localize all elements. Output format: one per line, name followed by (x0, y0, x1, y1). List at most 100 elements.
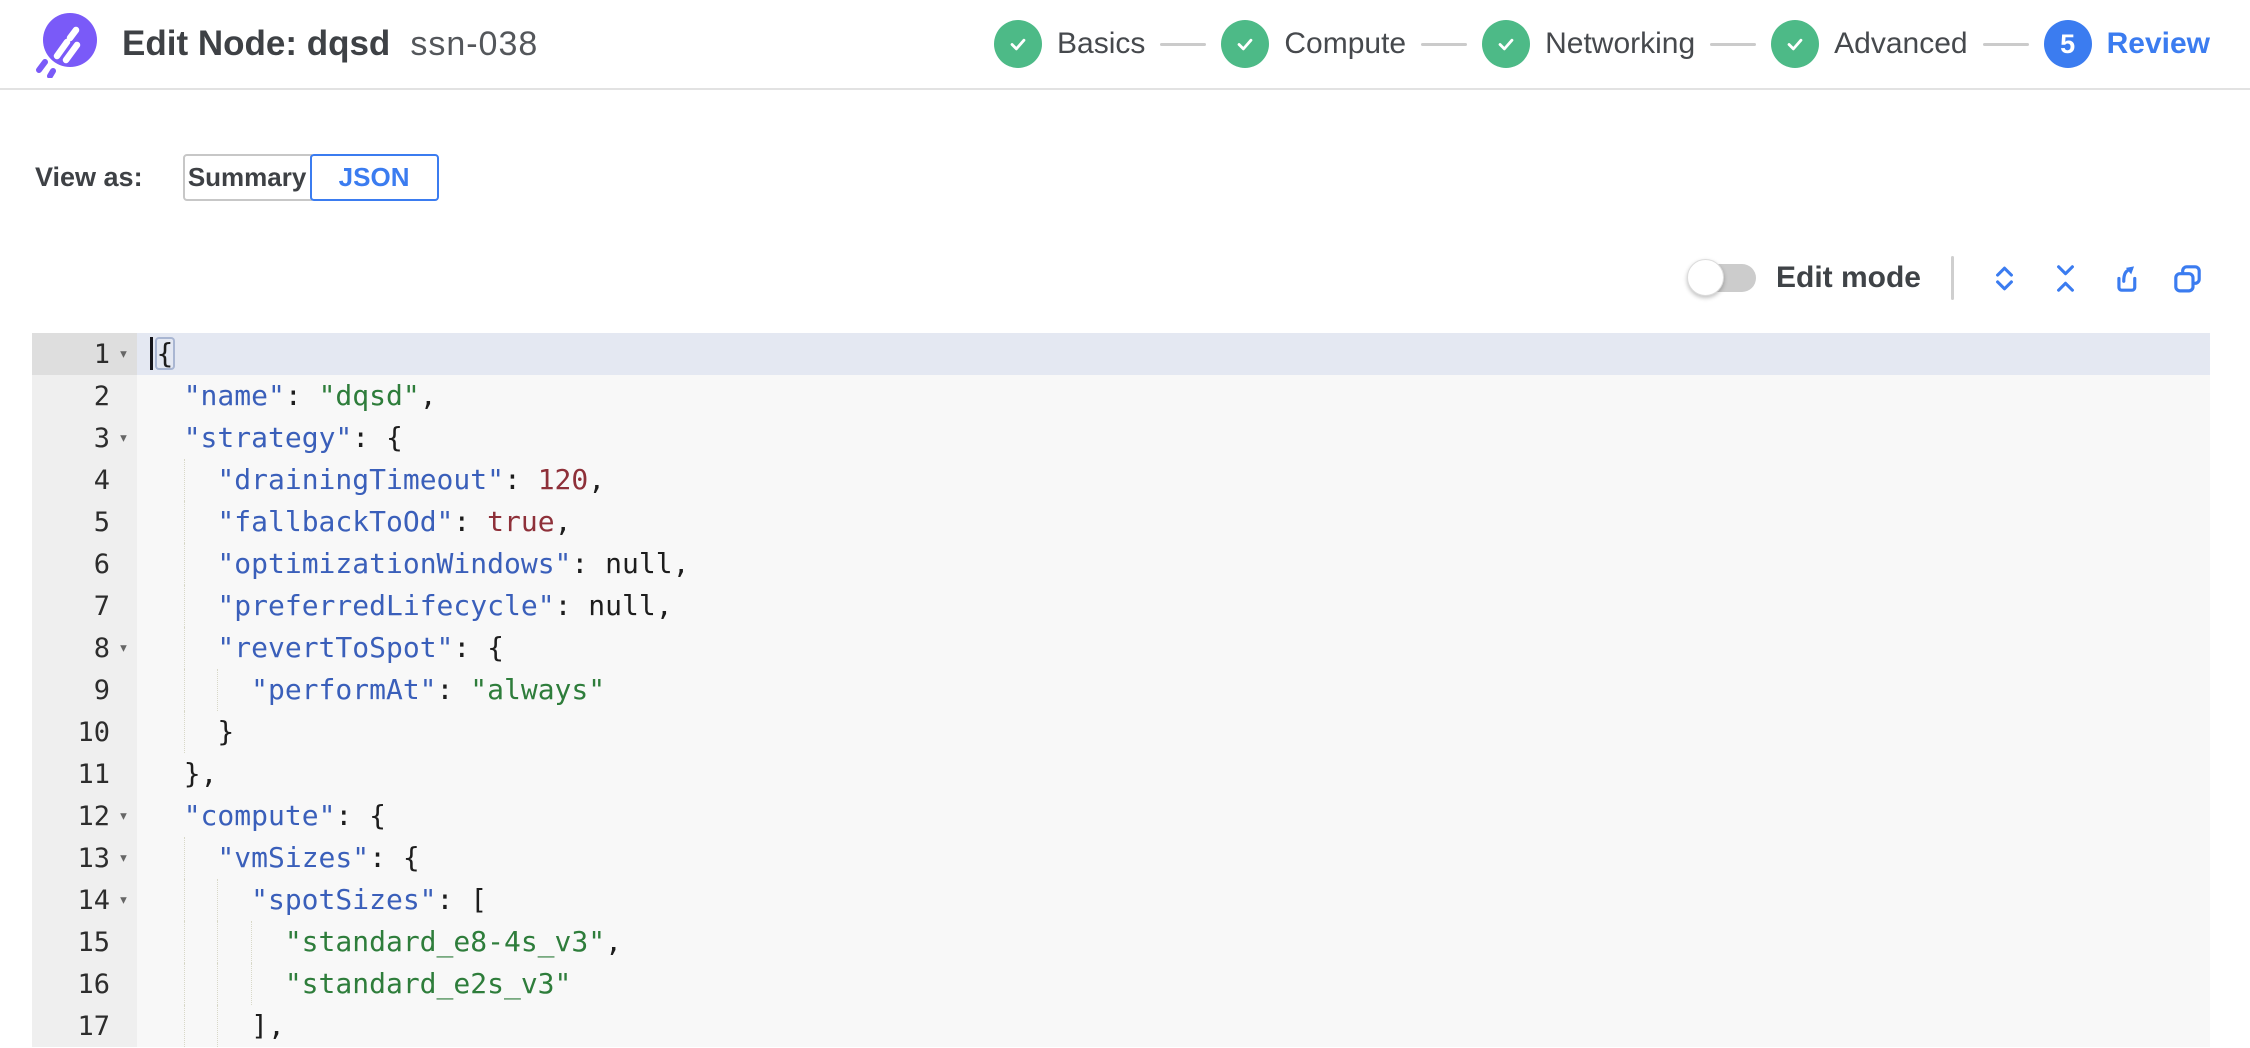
code-text[interactable]: { (137, 333, 2210, 375)
fold-toggle-icon[interactable]: ▾ (118, 428, 129, 448)
code-line[interactable]: 10} (32, 711, 2210, 753)
step-connector (1421, 42, 1468, 46)
wizard-stepper: Basics Compute Networking Advanced 5 Rev… (994, 20, 2210, 68)
step-label: Compute (1284, 27, 1407, 60)
code-text[interactable]: "standard_e8-4s_v3", (137, 921, 2210, 963)
step-review[interactable]: 5 Review (2043, 20, 2210, 68)
summary-view-button[interactable]: Summary (182, 154, 312, 201)
fold-toggle-icon[interactable]: ▾ (118, 806, 129, 826)
line-number: 16 (77, 968, 110, 1000)
line-number: 10 (77, 716, 110, 748)
fold-toggle-icon[interactable]: ▾ (118, 890, 129, 910)
code-line[interactable]: 3 ▾ "strategy": { (32, 417, 2210, 459)
code-line[interactable]: 9"performAt": "always" (32, 669, 2210, 711)
code-text[interactable]: "compute": { (183, 799, 386, 832)
code-line[interactable]: 17], (32, 1005, 2210, 1047)
step-label: Review (2106, 27, 2210, 60)
fold-toggle-icon[interactable]: ▾ (118, 638, 129, 658)
code-text[interactable]: "vmSizes": { (137, 837, 2210, 879)
copy-icon[interactable] (2171, 262, 2204, 295)
line-number: 8 (93, 632, 110, 664)
line-number: 2 (93, 380, 110, 412)
code-line[interactable]: 7 "preferredLifecycle": null, (32, 585, 2210, 627)
code-line[interactable]: 4 "drainingTimeout": 120, (32, 459, 2210, 501)
check-circle-icon (1221, 20, 1270, 68)
line-number: 17 (77, 1010, 110, 1042)
code-line[interactable]: 8 ▾ "revertToSpot": { (32, 627, 2210, 669)
step-basics[interactable]: Basics (994, 20, 1145, 68)
editor-toolbar: Edit mode (0, 251, 2250, 305)
gutter-cell: 12▾ (32, 795, 137, 837)
gutter-cell: 16 (32, 963, 137, 1005)
code-text[interactable]: "drainingTimeout": 120, (137, 459, 2210, 501)
code-editor[interactable]: 1▾{2"name": "dqsd",3▾"strategy": {4"drai… (32, 333, 2210, 1047)
step-advanced[interactable]: Advanced (1771, 20, 1968, 68)
view-as-row: View as: Summary JSON (0, 154, 2250, 201)
gutter-cell: 2 (32, 375, 137, 417)
step-number-badge: 5 (2043, 20, 2092, 68)
gutter-cell: 1▾ (32, 333, 137, 375)
text-cursor (150, 337, 153, 370)
code-text[interactable]: "name": "dqsd", (183, 379, 437, 412)
line-number: 3 (93, 422, 110, 454)
code-line[interactable]: 15 "standard_e8-4s_v3", (32, 921, 2210, 963)
gutter-cell: 5 (32, 501, 137, 543)
gutter-cell: 17 (32, 1005, 137, 1047)
node-id: ssn-038 (410, 24, 539, 63)
json-view-button[interactable]: JSON (309, 154, 439, 201)
gutter-cell: 4 (32, 459, 137, 501)
code-text[interactable]: "performAt": "always" (137, 669, 2210, 711)
code-text[interactable]: }, (183, 757, 218, 790)
gutter-cell: 11 (32, 753, 137, 795)
edit-mode-toggle[interactable] (1686, 259, 1756, 296)
line-number: 6 (93, 548, 110, 580)
code-line[interactable]: 13 ▾ "vmSizes": { (32, 837, 2210, 879)
code-line[interactable]: 16 "standard_e2s_v3" (32, 963, 2210, 1005)
view-as-segmented-control: Summary JSON (182, 154, 439, 201)
collapse-rows-icon[interactable] (2049, 262, 2082, 295)
header-bar: Edit Node: dqsd ssn-038 Basics Compute N… (0, 0, 2250, 90)
code-line[interactable]: 12▾ "compute": { (32, 795, 2210, 837)
code-text[interactable]: "strategy": { (183, 421, 403, 454)
check-circle-icon (1771, 20, 1820, 68)
code-line[interactable]: 6 "optimizationWindows": null, (32, 543, 2210, 585)
gutter-cell: 7 (32, 585, 137, 627)
page-title: Edit Node: dqsd (122, 24, 391, 63)
line-number: 4 (93, 464, 110, 496)
fold-toggle-icon[interactable]: ▾ (118, 344, 129, 364)
gutter-cell: 10 (32, 711, 137, 753)
step-label: Networking (1545, 27, 1696, 60)
export-icon[interactable] (2110, 262, 2143, 295)
step-label: Advanced (1834, 27, 1968, 60)
step-networking[interactable]: Networking (1482, 20, 1695, 68)
step-compute[interactable]: Compute (1221, 20, 1406, 68)
line-number: 5 (93, 506, 110, 538)
code-text[interactable]: "revertToSpot": { (137, 627, 2210, 669)
gutter-cell: 14 ▾ (32, 879, 137, 921)
code-text[interactable]: ], (137, 1005, 2210, 1047)
code-line[interactable]: 11}, (32, 753, 2210, 795)
gutter-cell: 15 (32, 921, 137, 963)
step-connector (1710, 42, 1757, 46)
code-text[interactable]: "optimizationWindows": null, (137, 543, 2210, 585)
line-number: 7 (93, 590, 110, 622)
code-text[interactable]: "fallbackToOd": true, (137, 501, 2210, 543)
code-text[interactable]: "preferredLifecycle": null, (137, 585, 2210, 627)
code-text[interactable]: } (137, 711, 2210, 753)
code-line[interactable]: 1▾{ (32, 333, 2210, 375)
check-circle-icon (1482, 20, 1531, 68)
line-number: 13 (77, 842, 110, 874)
code-line[interactable]: 2 "name": "dqsd", (32, 375, 2210, 417)
line-number: 15 (77, 926, 110, 958)
expand-rows-icon[interactable] (1988, 262, 2021, 295)
line-number: 14 (77, 884, 110, 916)
code-text[interactable]: "standard_e2s_v3" (137, 963, 2210, 1005)
line-number: 1 (93, 338, 110, 370)
code-line[interactable]: 14 ▾ "spotSizes": [ (32, 879, 2210, 921)
spot-logo-icon (36, 13, 97, 78)
fold-toggle-icon[interactable]: ▾ (118, 848, 129, 868)
code-line[interactable]: 5 "fallbackToOd": true, (32, 501, 2210, 543)
view-as-label: View as: (35, 162, 143, 192)
toggle-knob[interactable] (1686, 259, 1724, 296)
code-text[interactable]: "spotSizes": [ (137, 879, 2210, 921)
